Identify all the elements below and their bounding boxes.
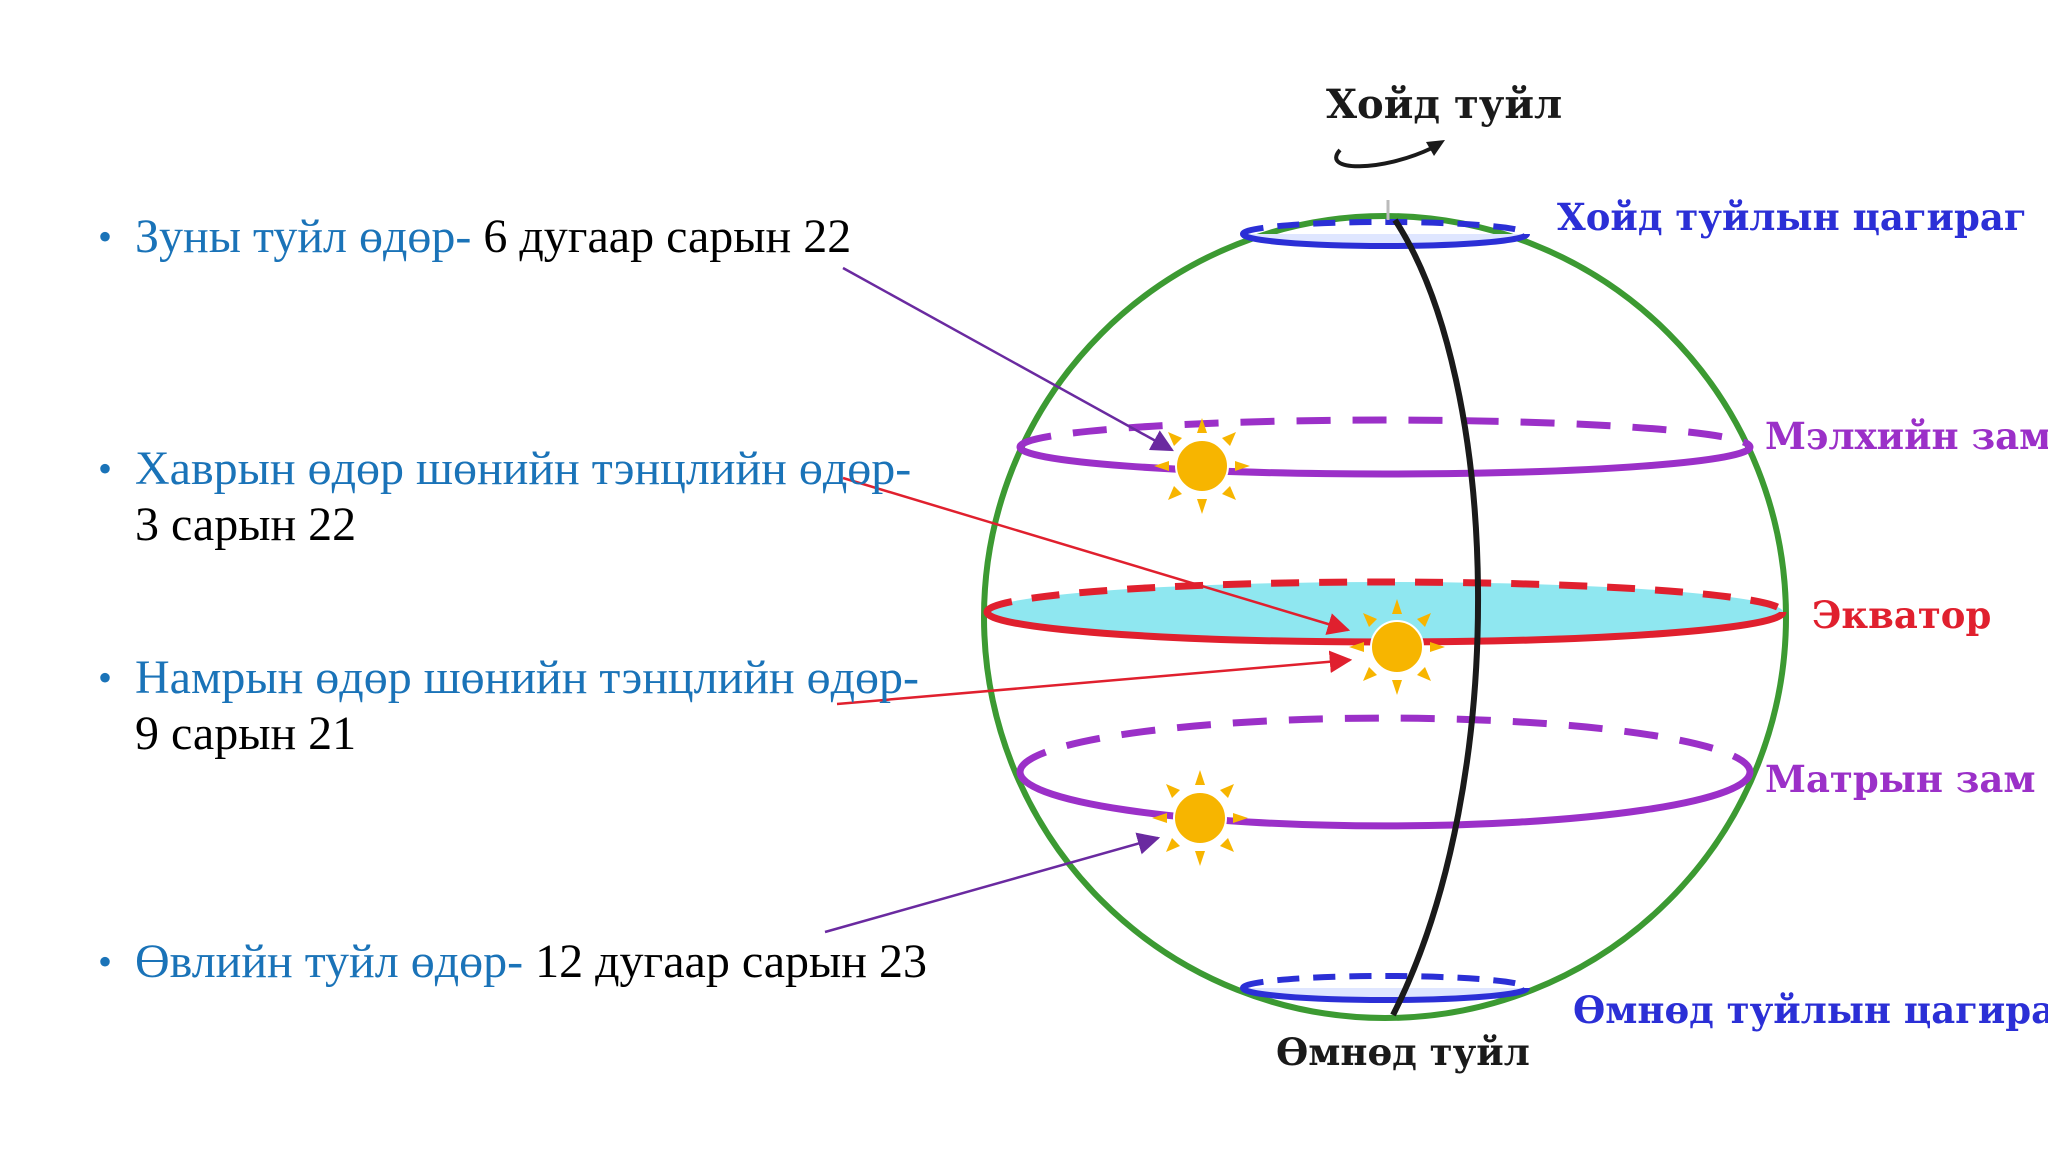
solstice-equinox-list: • Зуны туйл өдөр- 6 дугаар сарын 22 • Ха… [0, 0, 960, 1152]
globe-outline [981, 213, 1789, 1021]
arctic-circle-label: Хойд туйлын цагираг [1557, 195, 2027, 239]
rotation-arrowhead-icon [1426, 140, 1445, 156]
arctic-circle-ring [1240, 219, 1530, 249]
bullet-dot-icon: • [98, 939, 113, 984]
tropic-cancer-ring [1016, 416, 1754, 478]
meridian-line [1390, 218, 1481, 1017]
bullet-label: Хаврын өдөр шөнийн тэнцлийн өдөр- [135, 442, 912, 495]
autumn-arrow [836, 650, 1353, 706]
spring-arrow [842, 476, 1351, 635]
sun-equinox-icon [1348, 598, 1446, 696]
bullet-value: 3 сарын 22 [135, 498, 357, 551]
antarctic-circle-label: Өмнөд туйлын цагираг [1573, 988, 2048, 1032]
bullet-value: 9 сарын 21 [135, 707, 357, 760]
sun-summer-icon [1153, 417, 1251, 515]
antarctic-circle-ring [1240, 973, 1530, 1003]
tropic-capricorn-label: Матрын зам [1765, 757, 2036, 801]
rotation-arrow-icon [1334, 146, 1433, 169]
bullet-dot-icon: • [98, 446, 113, 491]
tropic-cancer-label: Мэлхийн зам [1765, 414, 2048, 458]
bullet-label: Зуны туйл өдөр- [135, 210, 472, 263]
bullet-label: Өвлийн туйл өдөр- [135, 935, 524, 988]
bullet-dot-icon: • [98, 655, 113, 700]
summer-arrow [842, 266, 1174, 452]
winter-arrow [824, 832, 1161, 934]
equator-label: Экватор [1812, 593, 1991, 637]
north-pole-label: Хойд туйл [1326, 81, 1562, 128]
sun-winter-icon [1151, 769, 1249, 867]
bullet-value: 6 дугаар сарын 22 [471, 210, 852, 263]
south-pole-label: Өмнөд туйл [1276, 1030, 1530, 1074]
bullet-label: Намрын өдөр шөнийн тэнцлийн өдөр- [135, 651, 919, 704]
bullet-dot-icon: • [98, 214, 113, 259]
tropic-capricorn-ring [1016, 714, 1754, 830]
bullet-value: 12 дугаар сарын 23 [523, 935, 927, 988]
